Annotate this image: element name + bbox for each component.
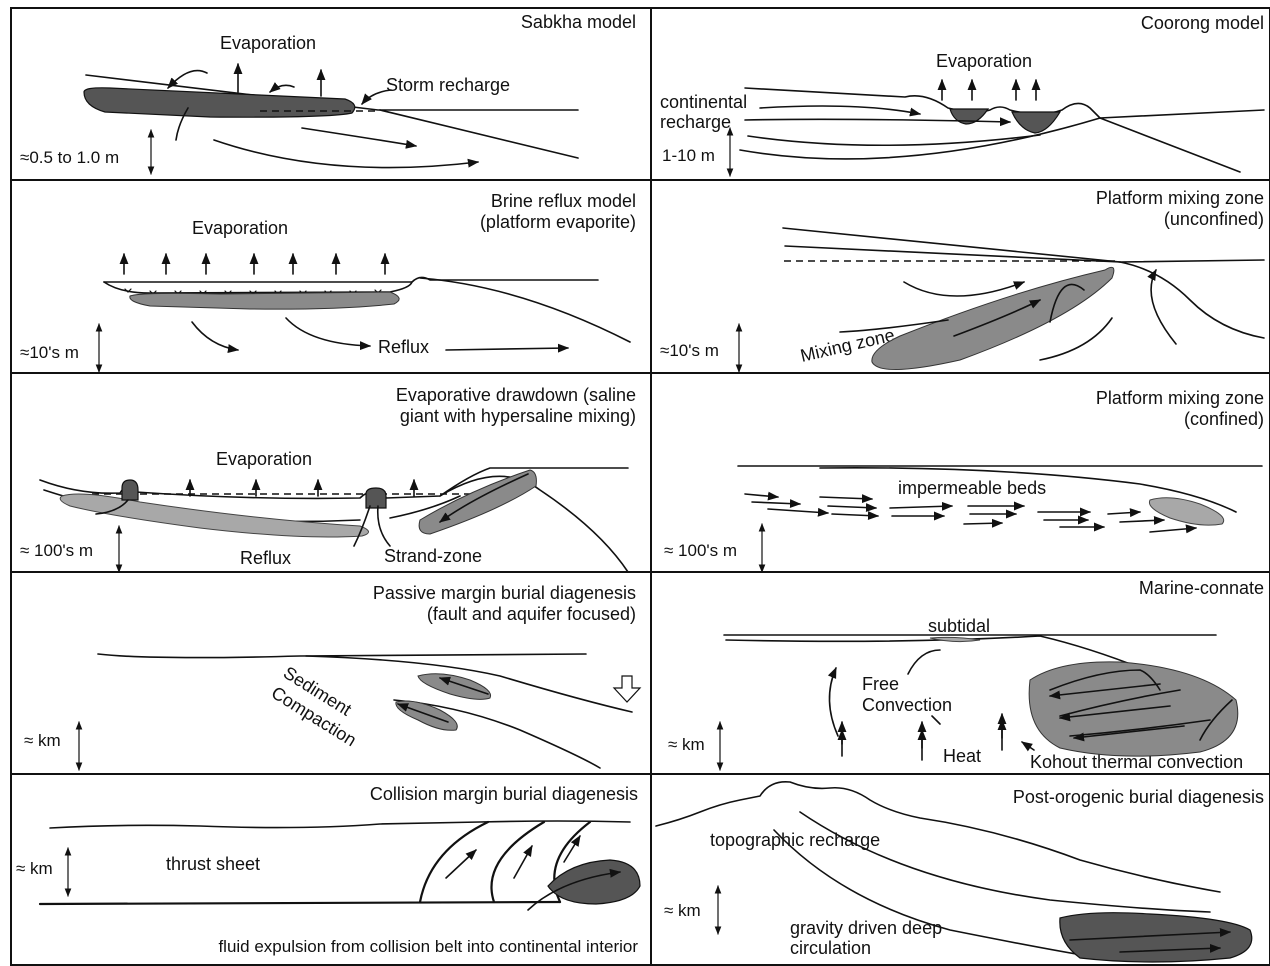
brine-depth-scale: ≈10's m bbox=[20, 343, 79, 362]
post-orogenic-dolomite-body bbox=[1060, 913, 1252, 962]
gravity-label-2: circulation bbox=[790, 938, 871, 958]
connate-depth-scale: ≈ km bbox=[668, 735, 705, 754]
drawdown-sill-2 bbox=[366, 488, 386, 508]
drawdown-title-1: Evaporative drawdown (saline bbox=[396, 385, 636, 405]
confined-title-2: (confined) bbox=[1184, 409, 1264, 429]
brine-reflux-label: Reflux bbox=[378, 337, 429, 357]
subtidal-label: subtidal bbox=[928, 616, 990, 636]
unconfined-title-2: (unconfined) bbox=[1164, 209, 1264, 229]
fluid-expulsion-label: fluid expulsion from collision belt into… bbox=[218, 937, 638, 956]
sabkha-title: Sabkha model bbox=[521, 12, 636, 32]
confined-title-1: Platform mixing zone bbox=[1096, 388, 1264, 408]
brine-dolomite-body bbox=[130, 292, 399, 309]
strand-zone-label: Strand-zone bbox=[384, 546, 482, 566]
drawdown-reflux-label: Reflux bbox=[240, 548, 291, 568]
topographic-recharge-label: topographic recharge bbox=[710, 830, 880, 850]
panel-brine-reflux: Brine reflux model (platform evaporite) … bbox=[20, 191, 636, 372]
coorong-title: Coorong model bbox=[1141, 13, 1264, 33]
passive-depth-scale: ≈ km bbox=[24, 731, 61, 750]
panel-marine-connate: Marine-connate subtidal Free Convection … bbox=[668, 578, 1264, 772]
sabkha-depth-scale: ≈0.5 to 1.0 m bbox=[20, 148, 119, 167]
panel-post-orogenic: Post-orogenic burial diagenesis topograp… bbox=[656, 782, 1264, 962]
drawdown-title-2: giant with hypersaline mixing) bbox=[400, 406, 636, 426]
drawdown-sill-1 bbox=[122, 480, 138, 500]
post-orogenic-title: Post-orogenic burial diagenesis bbox=[1013, 787, 1264, 807]
panel-mixing-unconfined: Platform mixing zone (unconfined) Mixing… bbox=[660, 188, 1264, 372]
panel-drawdown: Evaporative drawdown (saline giant with … bbox=[20, 385, 636, 572]
confined-depth-scale: ≈ 100's m bbox=[664, 541, 737, 560]
convection-label: Convection bbox=[862, 695, 952, 715]
drawdown-evaporation-label: Evaporation bbox=[216, 449, 312, 469]
passive-dolomite-lower bbox=[396, 701, 457, 730]
sabkha-storm-label: Storm recharge bbox=[386, 75, 510, 95]
passive-dolomite-upper bbox=[418, 674, 491, 700]
collision-depth-scale: ≈ km bbox=[16, 859, 53, 878]
brine-reflux-title-1: Brine reflux model bbox=[491, 191, 636, 211]
impermeable-beds-label: impermeable beds bbox=[898, 478, 1046, 498]
burial-arrow-icon bbox=[614, 676, 640, 702]
passive-title-2: (fault and aquifer focused) bbox=[427, 604, 636, 624]
coorong-depth-scale: 1-10 m bbox=[662, 146, 715, 165]
heat-label: Heat bbox=[943, 746, 981, 766]
coorong-lagoon-2 bbox=[1012, 112, 1060, 133]
panel-passive-margin: Passive margin burial diagenesis (fault … bbox=[24, 583, 640, 770]
unconfined-title-1: Platform mixing zone bbox=[1096, 188, 1264, 208]
unconfined-depth-scale: ≈10's m bbox=[660, 341, 719, 360]
coorong-recharge-label-1: continental bbox=[660, 92, 747, 112]
coorong-recharge-label-2: recharge bbox=[660, 112, 731, 132]
panel-mixing-confined: Platform mixing zone (confined) impermea… bbox=[664, 388, 1264, 572]
post-orogenic-depth-scale: ≈ km bbox=[664, 901, 701, 920]
kohout-dolomite-body bbox=[1029, 662, 1238, 756]
sabkha-evaporite-body bbox=[84, 88, 355, 117]
collision-title: Collision margin burial diagenesis bbox=[370, 784, 638, 804]
panel-collision-margin: Collision margin burial diagenesis thrus… bbox=[16, 784, 640, 956]
thrust-sheet-label: thrust sheet bbox=[166, 854, 260, 874]
connate-title: Marine-connate bbox=[1139, 578, 1264, 598]
panel-sabkha: Sabkha model Evaporation Storm recharge … bbox=[20, 12, 636, 174]
collision-dolomite-body bbox=[548, 860, 640, 904]
drawdown-dolomite-left bbox=[60, 494, 368, 537]
passive-title-1: Passive margin burial diagenesis bbox=[373, 583, 636, 603]
free-label: Free bbox=[862, 674, 899, 694]
sabkha-evaporation-label: Evaporation bbox=[220, 33, 316, 53]
panel-grid bbox=[11, 8, 1270, 965]
panel-coorong: Coorong model Evaporation continental re… bbox=[660, 13, 1264, 176]
mixing-zone-body bbox=[872, 267, 1114, 369]
drawdown-depth-scale: ≈ 100's m bbox=[20, 541, 93, 560]
brine-evaporation-label: Evaporation bbox=[192, 218, 288, 238]
brine-reflux-title-2: (platform evaporite) bbox=[480, 212, 636, 232]
coorong-evaporation-label: Evaporation bbox=[936, 51, 1032, 71]
